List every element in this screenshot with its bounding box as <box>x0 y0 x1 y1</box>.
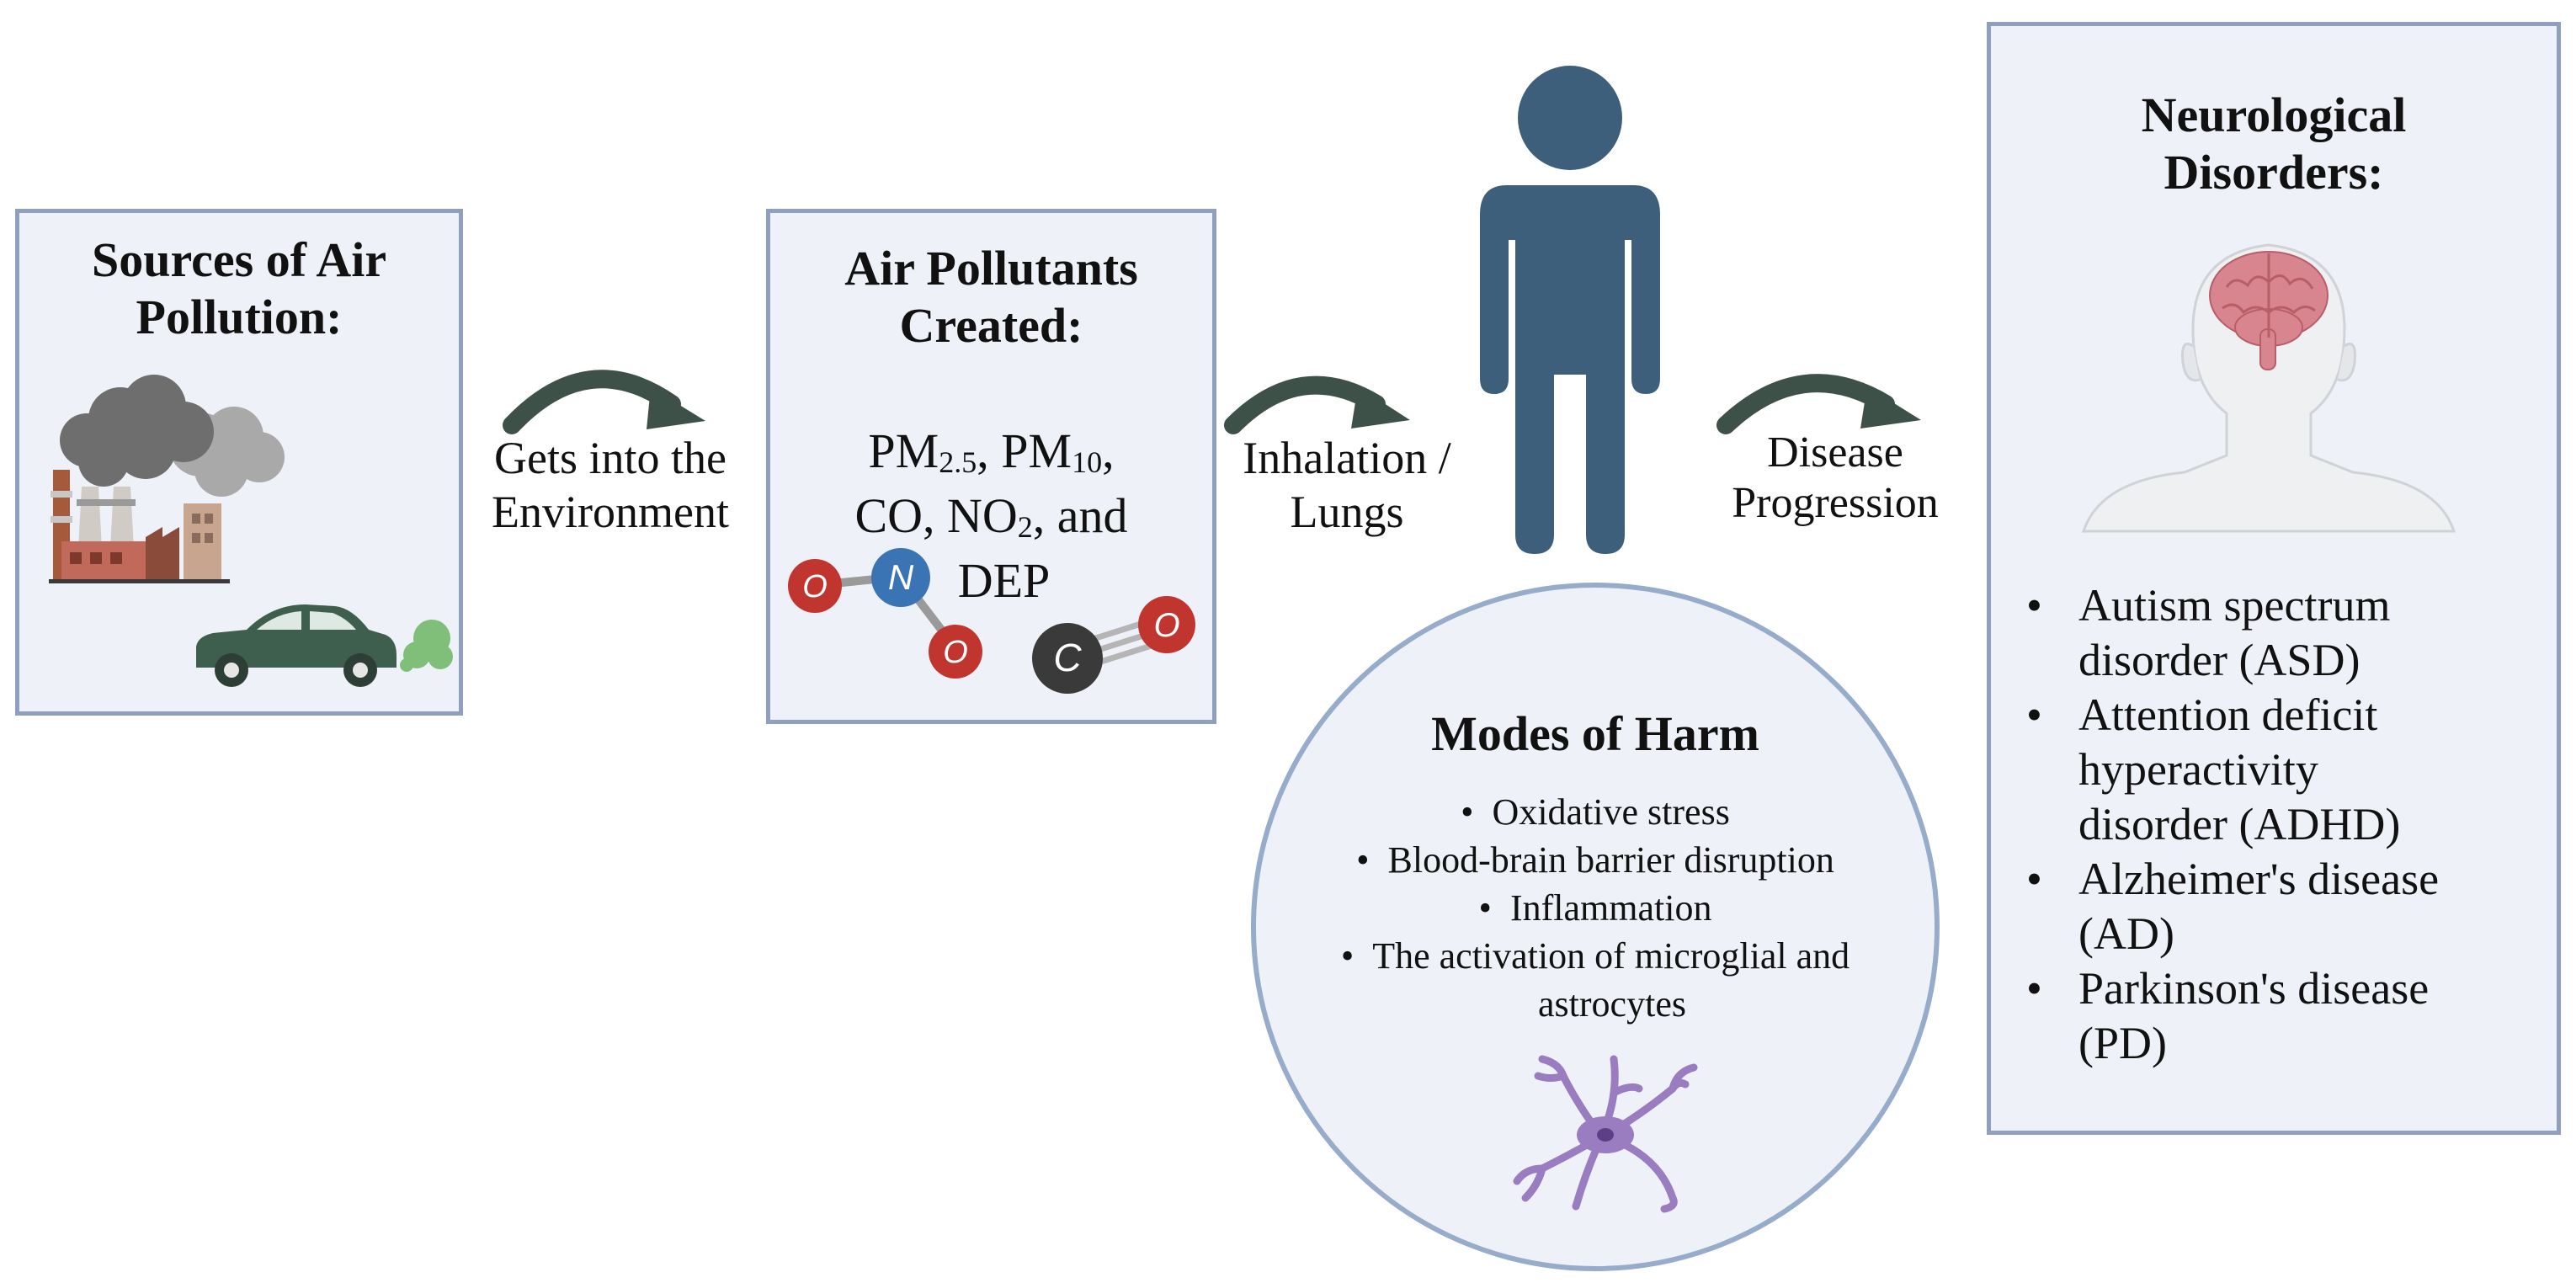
sources-title: Sources of Air Pollution: <box>19 232 459 346</box>
factory-icon <box>49 470 230 583</box>
pollutants-box: Air Pollutants Created: PM2.5, PM10, CO,… <box>766 209 1216 724</box>
disorder-item-adhd-line3: disorder (ADHD) <box>2078 799 2401 849</box>
sources-title-line1: Sources of Air <box>91 232 387 287</box>
disorder-item-pd-line1: Parkinson's disease <box>2078 963 2430 1014</box>
svg-text:O: O <box>943 635 968 670</box>
neuron-icon <box>1513 1055 1698 1213</box>
no2-molecule-icon: O N O <box>788 548 982 679</box>
modes-of-harm-circle: Modes of Harm Oxidative stress Blood-bra… <box>1251 583 1940 1271</box>
car-icon <box>196 604 397 687</box>
svg-text:O: O <box>802 569 828 604</box>
connector-1-line1: Gets into the <box>494 433 726 483</box>
pollutants-title-line1: Air Pollutants <box>844 241 1138 295</box>
disorder-item-pd: Parkinson's disease (PD) <box>2025 961 2547 1071</box>
pollutants-line2: CO, NO2, and <box>854 488 1128 544</box>
disorders-title-line2: Disorders: <box>2164 145 2384 200</box>
disorders-title-line1: Neurological <box>2141 88 2407 142</box>
disorder-item-adhd: Attention deficit hyperactivity disorder… <box>2025 688 2547 852</box>
exhaust-icon <box>400 620 453 672</box>
disorder-item-asd-line2: disorder (ASD) <box>2078 635 2360 685</box>
connector-2-label: Inhalation / Lungs <box>1212 431 1482 539</box>
pollutants-title: Air Pollutants Created: <box>770 240 1212 354</box>
connector-3-label: Disease Progression <box>1700 428 1970 529</box>
person-icon <box>1480 66 1660 554</box>
harm-title: Modes of Harm <box>1431 706 1759 761</box>
arrow-3 <box>1716 374 1921 434</box>
harm-item: The activation of microglial and <box>1256 932 1935 980</box>
harm-item: Inflammation <box>1256 884 1935 932</box>
smoke-cloud-icon <box>60 375 285 497</box>
disorder-item-ad: Alzheimer's disease (AD) <box>2025 852 2547 961</box>
svg-text:C: C <box>1053 636 1082 679</box>
disorders-title: Neurological Disorders: <box>1991 87 2557 201</box>
co-molecule-icon: C O <box>1032 596 1195 694</box>
arrow-2 <box>1224 375 1410 434</box>
disorder-item-adhd-line1: Attention deficit <box>2078 689 2378 740</box>
connector-3-line1: Disease <box>1767 429 1903 476</box>
disorder-item-adhd-line2: hyperactivity <box>2078 744 2318 795</box>
disorders-box: Neurological Disorders: Autism spectrum … <box>1987 22 2561 1135</box>
pollutants-list: PM2.5, PM10, CO, NO2, and DEP <box>770 422 1212 610</box>
harm-item-continued: astrocytes <box>1538 983 1686 1025</box>
connector-2-line1: Inhalation / <box>1243 433 1451 483</box>
head-brain-icon <box>2081 243 2456 533</box>
disorder-item-pd-line2: (PD) <box>2078 1018 2167 1068</box>
disorder-item-asd-line1: Autism spectrum <box>2078 580 2391 631</box>
disorders-list: Autism spectrum disorder (ASD) Attention… <box>2025 578 2547 1071</box>
svg-text:N: N <box>888 557 914 597</box>
harm-item: Oxidative stress <box>1256 788 1935 836</box>
sources-title-line2: Pollution: <box>136 290 343 344</box>
connector-3-line2: Progression <box>1732 479 1939 527</box>
svg-text:O: O <box>1153 607 1179 644</box>
connector-1-label: Gets into the Environment <box>467 431 753 539</box>
harm-list: Oxidative stress Blood-brain barrier dis… <box>1256 788 1935 980</box>
connector-2-line2: Lungs <box>1290 487 1404 537</box>
disorder-item-asd: Autism spectrum disorder (ASD) <box>2025 578 2547 688</box>
pollutants-line1: PM2.5, PM10, <box>868 423 1115 479</box>
pollutants-line3: DEP <box>957 553 1051 608</box>
disorder-item-ad-line1: Alzheimer's disease <box>2078 854 2440 904</box>
disorder-item-ad-line2: (AD) <box>2078 908 2174 959</box>
sources-box: Sources of Air Pollution: <box>15 209 463 716</box>
pollutants-title-line2: Created: <box>899 298 1083 353</box>
arrow-1 <box>503 370 705 434</box>
harm-item: Blood-brain barrier disruption <box>1256 836 1935 884</box>
connector-1-line2: Environment <box>492 487 729 537</box>
